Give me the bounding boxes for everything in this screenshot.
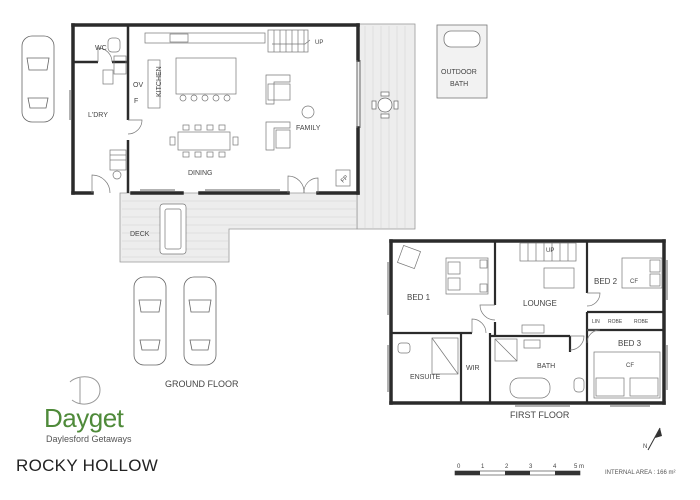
room-label-dining: DINING (188, 170, 213, 177)
property-title: ROCKY HOLLOW (16, 456, 159, 475)
scale-tick-0: 0 (457, 464, 461, 470)
brand-tagline: Daylesford Getaways (46, 434, 132, 444)
room-label-robe2: ROBE (634, 319, 649, 325)
wet-area-fixtures (397, 337, 585, 399)
first-floor-labels: UP BED 1 LOUNGE BED 2 CF LIN ROBE ROBE B… (407, 248, 649, 420)
room-label-bed1: BED 1 (407, 293, 431, 302)
ground-floor-labels: WC L'DRY OV F KITCHEN UP FAMILY DINING F… (88, 40, 477, 389)
ground-interior-walls (73, 25, 130, 193)
first-stair (519, 242, 577, 262)
laundry-fixtures (102, 37, 127, 180)
room-label-bed2: BED 2 (594, 277, 618, 286)
dining-table (169, 124, 239, 158)
outdoor-bath-fixture (436, 24, 488, 99)
room-label-bath: BATH (537, 363, 555, 370)
deck-table (371, 91, 399, 119)
bed2-furniture (621, 257, 663, 289)
room-label-up-ground: UP (315, 40, 323, 46)
scale-tick-5: 5 m (574, 464, 584, 470)
scale-tick-2: 2 (505, 464, 509, 470)
room-label-oven: OV (133, 82, 143, 89)
kitchen-fixtures (144, 32, 266, 109)
room-label-outdoor-bath-1: OUTDOOR (441, 69, 477, 76)
deck-bench (159, 203, 187, 255)
scale-tick-3: 3 (529, 464, 533, 470)
room-label-kitchen: KITCHEN (156, 66, 163, 97)
north-label: N (643, 444, 647, 450)
car-right (183, 276, 217, 366)
scale-bar: 0 1 2 3 4 5 m (454, 464, 584, 476)
car-left (133, 276, 167, 366)
brand-logo: Dayget Daylesford Getaways (30, 375, 150, 445)
room-label-up-first: UP (546, 248, 554, 254)
ground-doors (91, 47, 319, 194)
north-arrow: N (643, 427, 662, 451)
brand-name: Dayget (44, 403, 124, 433)
room-label-ensuite: ENSUITE (410, 374, 441, 381)
family-furniture (265, 74, 351, 187)
first-exterior-walls (389, 239, 666, 405)
monogram-swirl (69, 376, 101, 405)
room-label-wc: WC (95, 45, 107, 52)
first-floor-caption: FIRST FLOOR (510, 410, 570, 420)
ground-floor-plan: WC L'DRY OV F KITCHEN UP FAMILY DINING F… (21, 23, 488, 389)
bed3-furniture (593, 351, 661, 399)
room-label-fireplace: FP (340, 175, 350, 185)
bed1-furniture (397, 245, 489, 295)
scale-tick-1: 1 (481, 464, 485, 470)
room-label-laundry: L'DRY (88, 112, 108, 119)
first-doors (471, 292, 601, 351)
room-label-cf-bed2: CF (630, 279, 638, 285)
ground-floor-caption: GROUND FLOOR (165, 379, 239, 389)
internal-area-note: INTERNAL AREA : 166 m² (605, 470, 676, 476)
lounge-furniture (521, 267, 575, 334)
room-label-wir: WIR (466, 365, 480, 372)
first-windows (387, 260, 668, 407)
room-label-outdoor-bath-2: BATH (450, 81, 468, 88)
ground-stair (267, 29, 311, 53)
scale-tick-4: 4 (553, 464, 557, 470)
room-label-fridge: F (134, 98, 138, 105)
room-label-deck: DECK (130, 231, 150, 238)
ground-windows (69, 60, 361, 191)
car-carport (21, 35, 55, 123)
room-label-linen: LIN (592, 319, 600, 325)
room-label-cf-bed3: CF (626, 363, 634, 369)
ground-exterior-walls (71, 23, 360, 195)
room-label-family: FAMILY (296, 125, 321, 132)
first-floor-plan: UP BED 1 LOUNGE BED 2 CF LIN ROBE ROBE B… (387, 239, 668, 420)
room-label-lounge: LOUNGE (523, 299, 557, 308)
room-label-robe1: ROBE (608, 319, 623, 325)
room-label-bed3: BED 3 (618, 339, 642, 348)
